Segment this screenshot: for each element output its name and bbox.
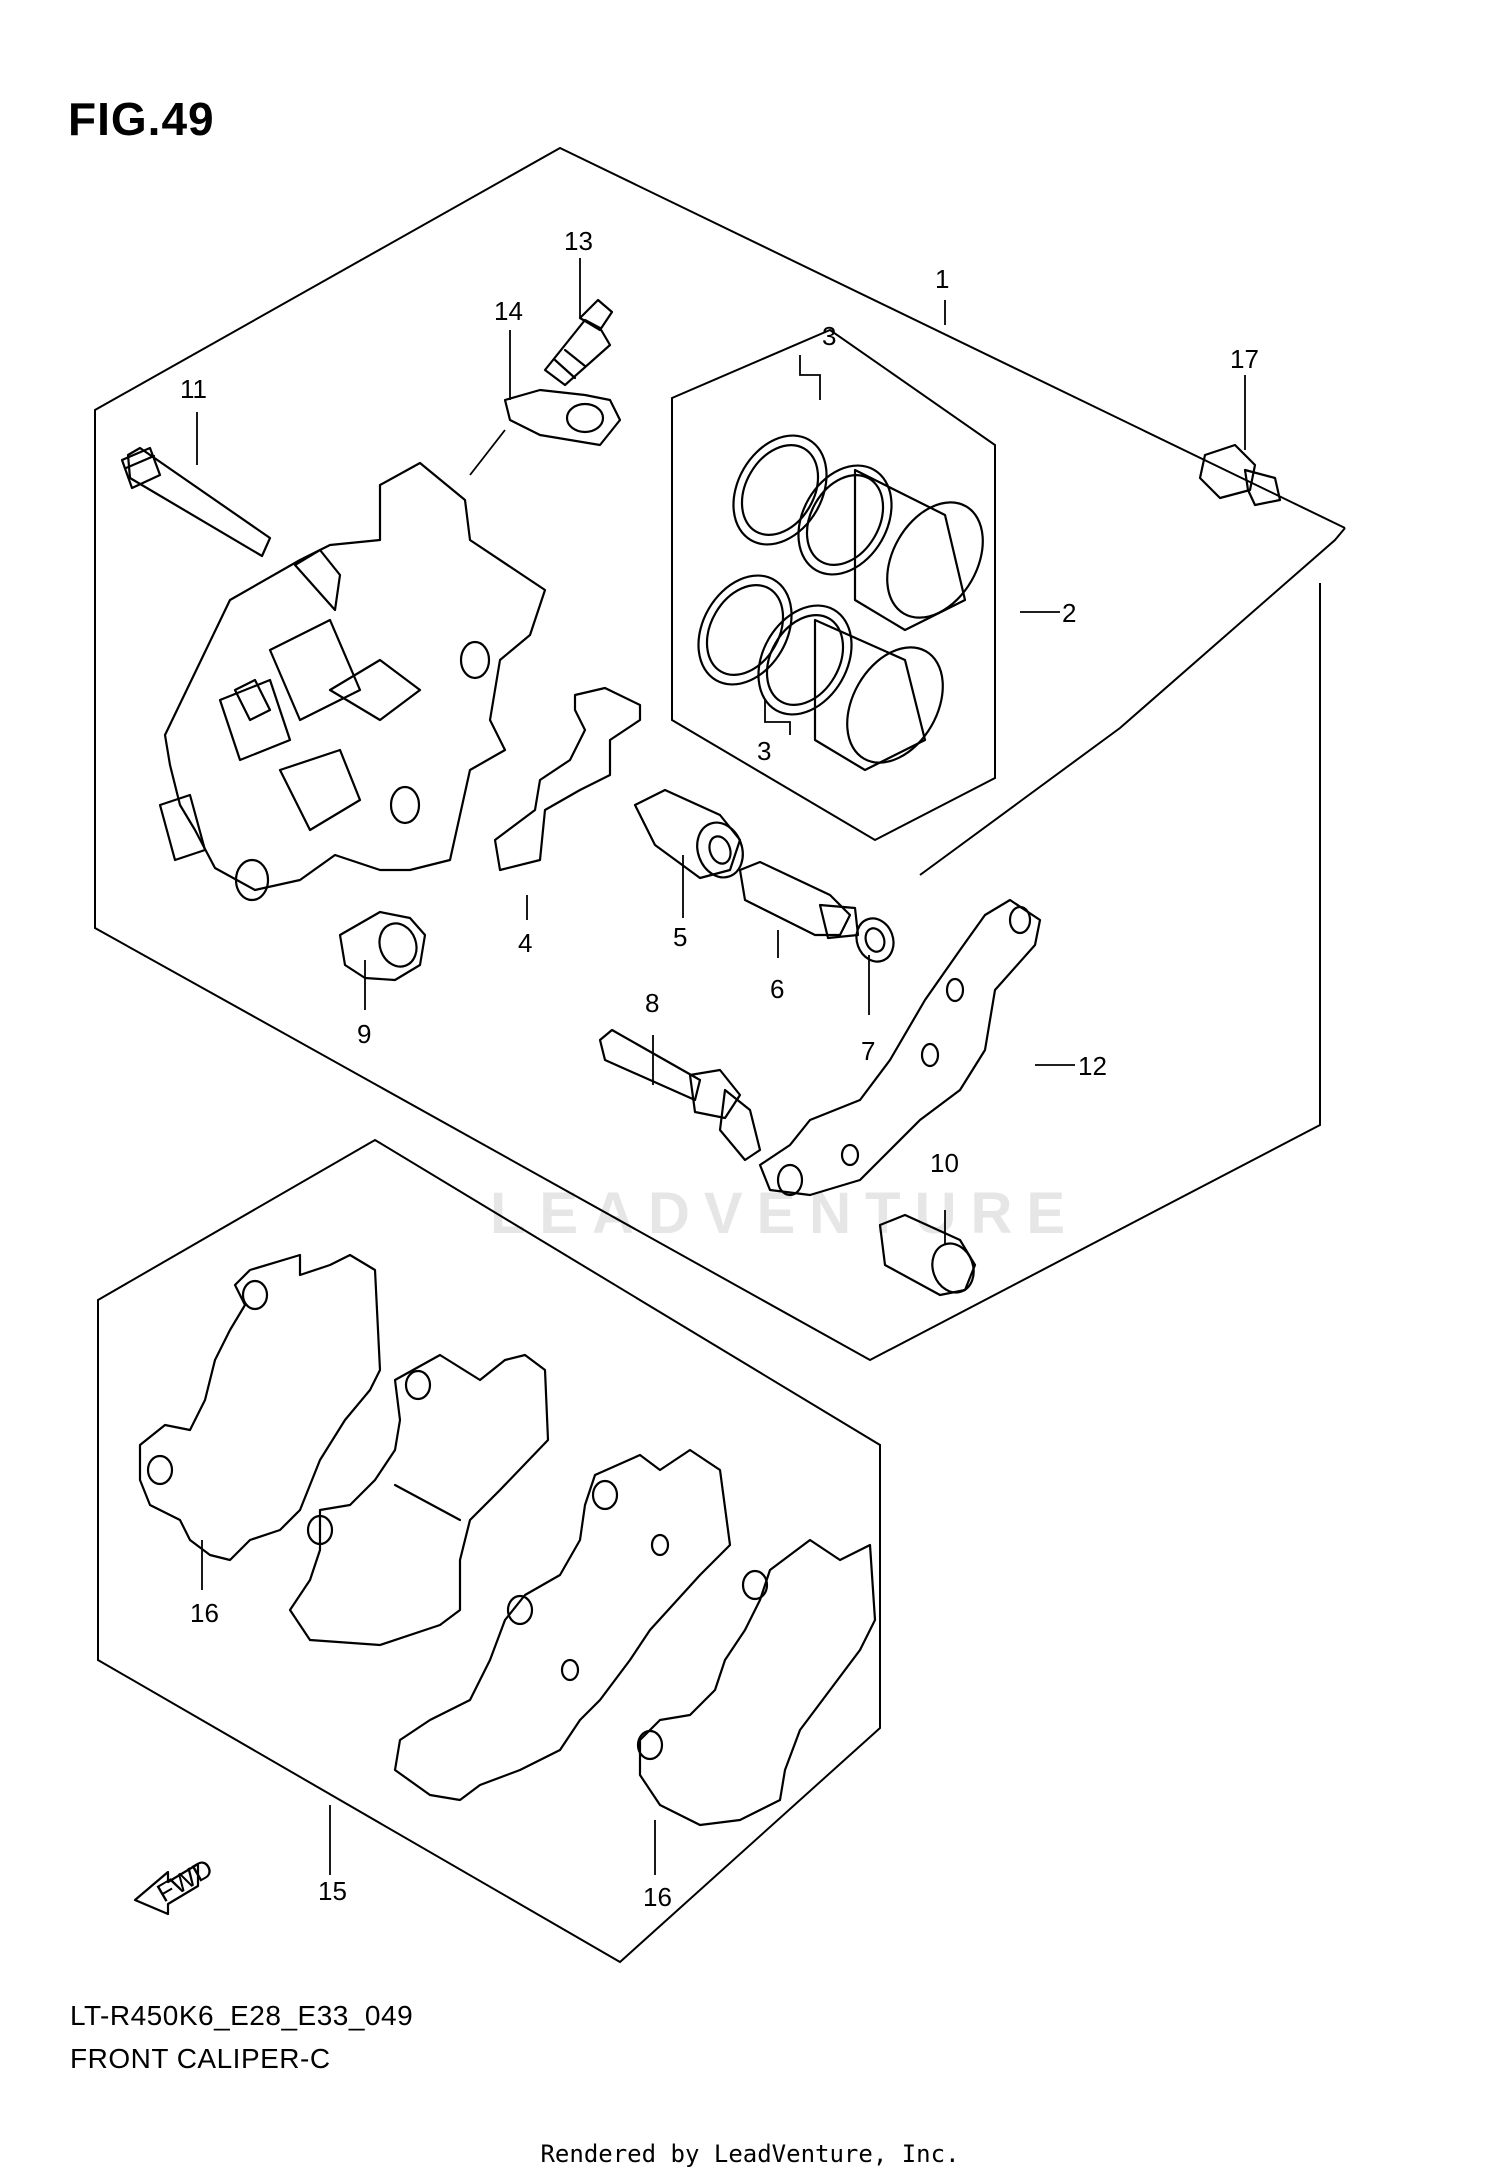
pad-set-outline bbox=[97, 1138, 881, 1964]
label-part-5: 5 bbox=[673, 922, 687, 952]
slide-pin-5 bbox=[633, 788, 744, 880]
fwd-arrow-icon: FWD bbox=[133, 1853, 218, 1916]
label-part-14: 14 bbox=[494, 296, 523, 326]
label-part-15: 15 bbox=[318, 1876, 347, 1906]
label-part-7: 7 bbox=[861, 1036, 875, 1066]
brake-pad-16-c bbox=[393, 1448, 732, 1802]
figure-title: FIG.49 bbox=[68, 93, 215, 145]
label-part-11: 11 bbox=[180, 374, 207, 404]
caliper-body bbox=[158, 461, 547, 902]
label-part-2: 2 bbox=[1062, 598, 1076, 628]
label-part-12: 12 bbox=[1078, 1051, 1107, 1081]
label-part-10: 10 bbox=[930, 1148, 959, 1178]
label-part-9: 9 bbox=[357, 1019, 371, 1049]
label-part-13: 13 bbox=[564, 226, 593, 256]
label-part-16b: 16 bbox=[643, 1882, 672, 1912]
diagram-name: FRONT CALIPER-C bbox=[70, 2043, 331, 2074]
boot-9 bbox=[338, 910, 427, 982]
brake-pad-16-b bbox=[288, 1353, 550, 1647]
footer-credit: Rendered by LeadVenture, Inc. bbox=[540, 2140, 960, 2168]
label-part-1: 1 bbox=[935, 264, 949, 294]
fwd-label: FWD bbox=[152, 1853, 218, 1909]
label-part-17: 17 bbox=[1230, 344, 1259, 374]
pad-spring-4 bbox=[493, 686, 642, 872]
pin-6 bbox=[738, 860, 860, 940]
model-code: LT-R450K6_E28_E33_049 bbox=[70, 2000, 414, 2031]
pistons bbox=[813, 468, 984, 772]
caliper-assembly-outline bbox=[94, 146, 1346, 1362]
bolt-8 bbox=[598, 1028, 762, 1162]
bleeder-13 bbox=[543, 298, 614, 387]
bracket-12 bbox=[758, 898, 1042, 1197]
label-part-6: 6 bbox=[770, 974, 784, 1004]
label-part-3a: 3 bbox=[822, 321, 836, 351]
washer-7 bbox=[855, 917, 895, 963]
pin-10 bbox=[878, 1213, 977, 1297]
cap-14 bbox=[469, 388, 622, 476]
label-part-16a: 16 bbox=[190, 1598, 219, 1628]
outline-inner bbox=[919, 527, 1346, 876]
bolt-17 bbox=[1198, 443, 1282, 507]
piston-set-outline bbox=[671, 328, 996, 842]
label-part-8: 8 bbox=[645, 988, 659, 1018]
brake-pad-16-a bbox=[138, 1253, 382, 1562]
leader-lines bbox=[196, 258, 1246, 1875]
brake-pad-16-d bbox=[636, 1538, 877, 1827]
bolt-11 bbox=[120, 446, 272, 558]
label-part-4: 4 bbox=[518, 928, 532, 958]
label-part-3b: 3 bbox=[757, 736, 771, 766]
piston-seals bbox=[697, 434, 893, 716]
